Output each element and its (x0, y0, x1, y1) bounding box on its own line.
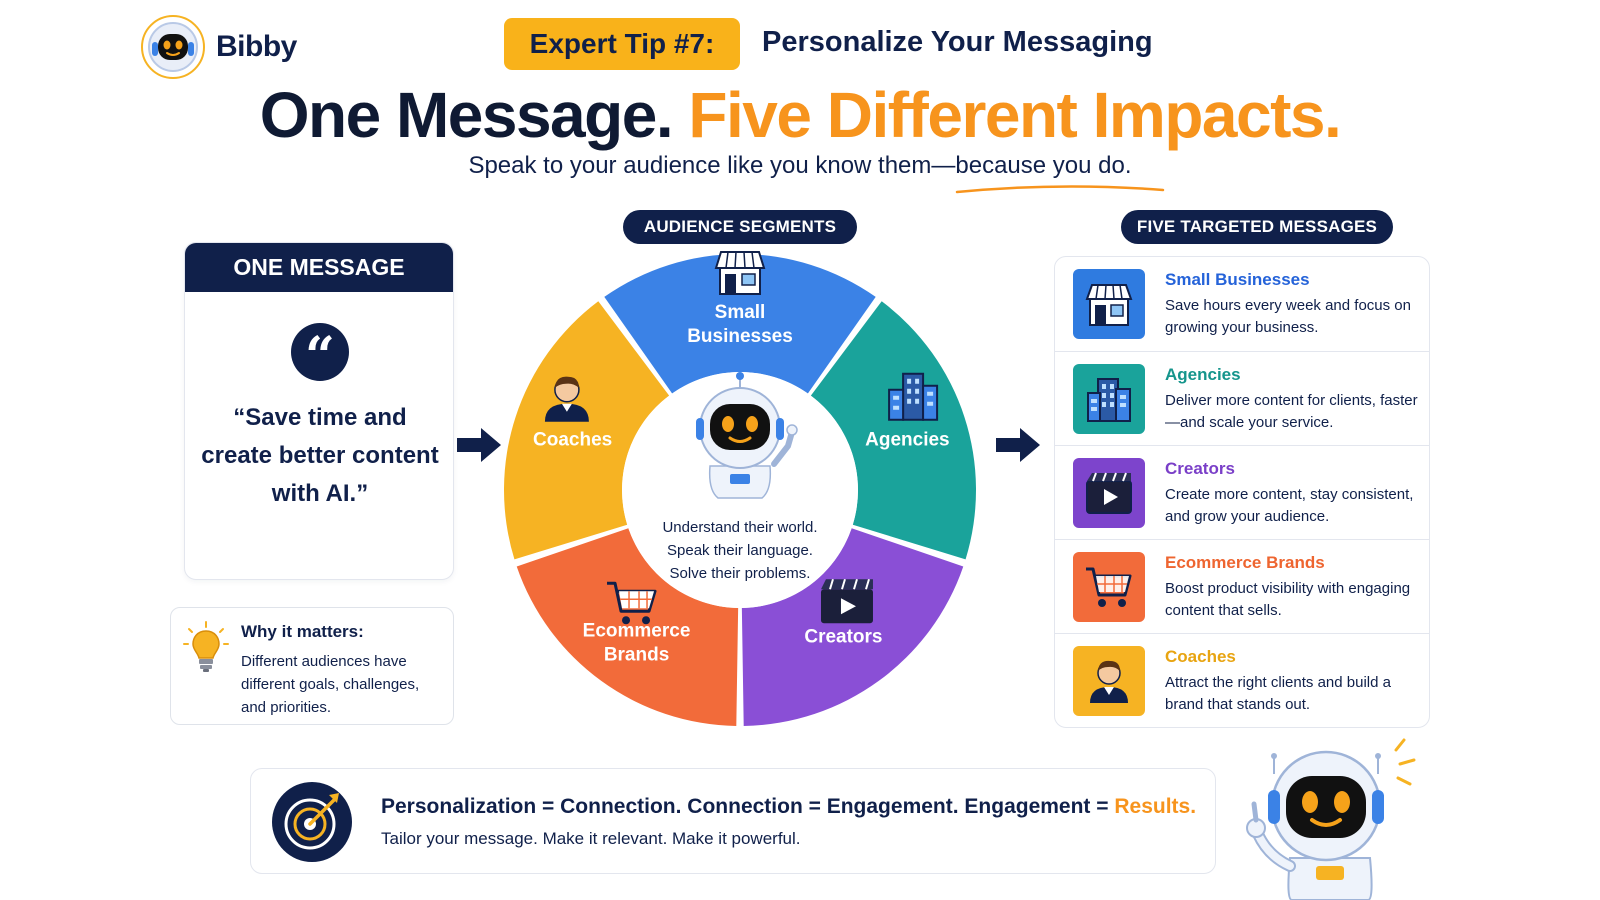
message-title: Creators (1165, 459, 1235, 478)
underline-swoosh (955, 185, 1165, 194)
hub-line-1: Understand their world. (662, 519, 817, 536)
wheel-segment-coaches (504, 301, 670, 560)
buildings-icon (888, 372, 939, 421)
wheel-segment-label: Brands (604, 644, 669, 665)
storefront-icon (714, 251, 766, 295)
one-message-header: ONE MESSAGE (185, 243, 453, 292)
audience-segments-pill: AUDIENCE SEGMENTS (623, 210, 857, 244)
storefront-icon (1073, 269, 1145, 339)
arrow-right-icon (457, 428, 501, 462)
wheel-segment-agencies (810, 301, 976, 560)
hub-line-3: Solve their problems. (670, 565, 811, 582)
banner-headline-results: Results. (1114, 795, 1197, 818)
wheel-segment-label: Ecommerce (583, 620, 691, 641)
targeted-messages-card: Small Businesses Save hours every week a… (1054, 256, 1430, 728)
summary-banner: Personalization = Connection. Connection… (250, 768, 1216, 874)
message-item-small-businesses: Small Businesses Save hours every week a… (1055, 257, 1429, 351)
banner-headline: Personalization = Connection. Connection… (381, 795, 1196, 819)
headline-orange: Five Different Impacts. (688, 79, 1341, 151)
wheel-segment-label: Creators (804, 626, 882, 647)
wheel-segment-small-businesses (604, 254, 876, 394)
subheadline: Speak to your audience like you know the… (468, 152, 1132, 179)
person-icon (1073, 646, 1145, 716)
wheel-segment-label: Agencies (865, 430, 949, 451)
shopping-cart-icon (1073, 552, 1145, 622)
video-icon (820, 578, 873, 624)
robot-mascot-icon (1246, 738, 1416, 900)
message-text: Save hours every week and focus on growi… (1165, 297, 1411, 336)
wheel-segment-ecommerce-brands (516, 528, 739, 726)
tip-title: Personalize Your Messaging (762, 26, 1153, 58)
buildings-icon (1073, 364, 1145, 434)
message-title: Ecommerce Brands (1165, 553, 1325, 572)
quote-icon: “ (291, 323, 349, 383)
message-text: Create more content, stay consistent, an… (1165, 486, 1414, 525)
brand-name: Bibby (216, 30, 297, 63)
banner-subline: Tailor your message. Make it relevant. M… (381, 829, 801, 848)
message-text: Boost product visibility with engaging c… (1165, 580, 1411, 619)
why-it-matters-text: Different audiences have different goals… (241, 653, 420, 716)
wheel-segment-label: Businesses (687, 326, 793, 347)
message-title: Agencies (1165, 365, 1241, 384)
one-message-quote: “Save time and create better content wit… (201, 404, 439, 507)
video-icon (1073, 458, 1145, 528)
headline-dark: One Message. (259, 79, 674, 151)
message-item-ecommerce-brands: Ecommerce Brands Boost product visibilit… (1055, 539, 1429, 633)
message-text: Deliver more content for clients, faster… (1165, 392, 1418, 431)
expert-tip-badge: Expert Tip #7: (504, 18, 740, 70)
message-title: Small Businesses (1165, 270, 1310, 289)
message-item-coaches: Coaches Attract the right clients and bu… (1055, 633, 1429, 727)
bibby-logo-icon (141, 15, 205, 79)
banner-headline-main: Personalization = Connection. Connection… (381, 795, 1109, 818)
why-it-matters-card: Why it matters: Different audiences have… (170, 607, 454, 725)
why-it-matters-title: Why it matters: (241, 622, 364, 641)
robot-mascot-icon (696, 372, 798, 499)
hub-line-2: Speak their language. (667, 542, 813, 559)
message-item-agencies: Agencies Deliver more content for client… (1055, 351, 1429, 445)
wheel-segment-label: Small (715, 302, 766, 323)
message-title: Coaches (1165, 647, 1236, 666)
arrow-right-icon (996, 428, 1040, 462)
headline: One Message. Five Different Impacts. (0, 78, 1600, 152)
lightbulb-icon (183, 621, 229, 672)
wheel-segment-label: Coaches (533, 430, 612, 451)
shopping-cart-icon (607, 581, 657, 625)
one-message-card: ONE MESSAGE “ “Save time and create bett… (184, 242, 454, 580)
person-icon (544, 376, 589, 422)
message-text: Attract the right clients and build a br… (1165, 674, 1391, 713)
brand: Bibby (140, 14, 297, 80)
message-item-creators: Creators Create more content, stay consi… (1055, 445, 1429, 539)
wheel-segment-creators (741, 528, 964, 726)
target-icon (272, 782, 352, 862)
targeted-messages-pill: FIVE TARGETED MESSAGES (1121, 210, 1393, 244)
